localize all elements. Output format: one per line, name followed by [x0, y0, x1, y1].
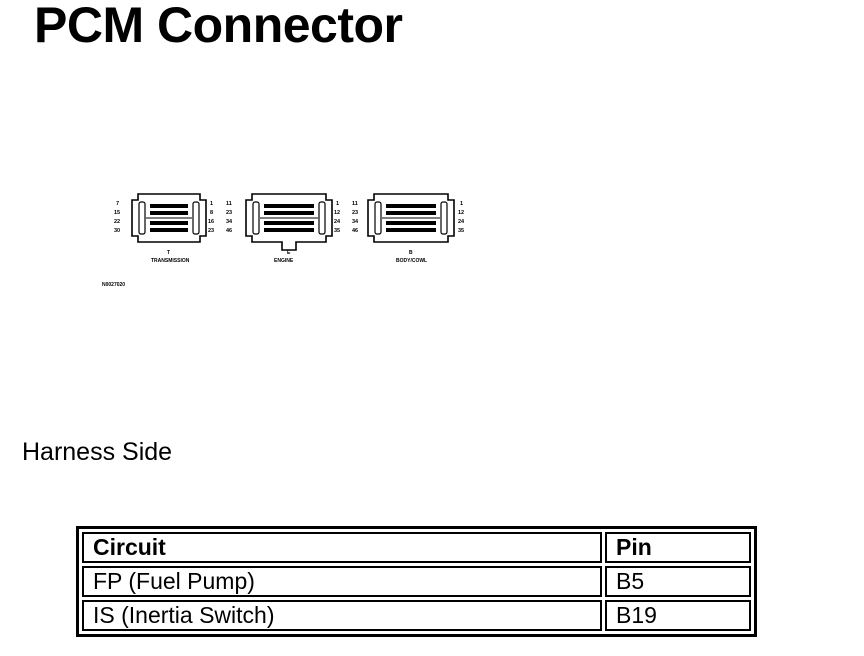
connector-engine: [245, 193, 333, 251]
circuit-cell: FP (Fuel Pump): [82, 566, 602, 597]
connector-t-right-pin-3: 16: [208, 219, 214, 225]
connector-e-left-pin-1: 11: [226, 201, 232, 207]
connector-b-right-pin-3: 24: [458, 219, 465, 225]
connector-b-right-pin-2: 12: [458, 210, 464, 216]
connector-t-left-pin-4: 30: [114, 228, 120, 234]
circuit-cell: IS (Inertia Switch): [82, 600, 602, 631]
connector-transmission: [131, 193, 207, 243]
connector-e-left-pin-3: 34: [226, 219, 233, 225]
table-row: IS (Inertia Switch) B19: [82, 600, 751, 631]
connector-e-left-pin-2: 23: [226, 210, 232, 216]
connector-b-left-pin-4: 46: [352, 228, 358, 234]
figure-id: N0027020: [102, 282, 125, 288]
harness-side-label: Harness Side: [22, 438, 173, 466]
pcm-connector-diagram: 7 15 22 30 1 8 16 23 T TRANSMISSION 11 2…: [102, 193, 465, 288]
connector-e-right-pin-4: 35: [334, 228, 340, 234]
connector-b-right-pin-1: 1: [460, 201, 463, 207]
table-row: FP (Fuel Pump) B5: [82, 566, 751, 597]
connector-b-letter: B: [409, 250, 413, 256]
connector-t-left-pin-1: 7: [116, 201, 119, 207]
connector-e-name: ENGINE: [274, 258, 294, 264]
connector-t-name: TRANSMISSION: [151, 258, 190, 264]
connector-t-left-pin-2: 15: [114, 210, 120, 216]
connector-e-right-pin-3: 24: [334, 219, 341, 225]
column-header-pin: Pin: [605, 532, 751, 563]
connector-e-right-pin-2: 12: [334, 210, 340, 216]
connector-t-right-pin-2: 8: [210, 210, 213, 216]
connector-e-right-pin-1: 1: [336, 201, 339, 207]
pin-cell: B19: [605, 600, 751, 631]
page-title: PCM Connector: [34, 0, 403, 53]
circuit-pin-table: Circuit Pin FP (Fuel Pump) B5 IS (Inerti…: [76, 526, 757, 637]
connector-t-right-pin-4: 23: [208, 228, 214, 234]
connector-b-right-pin-4: 35: [458, 228, 464, 234]
pin-cell: B5: [605, 566, 751, 597]
connector-b-left-pin-3: 34: [352, 219, 359, 225]
connector-e-letter: E: [287, 250, 291, 256]
column-header-circuit: Circuit: [82, 532, 602, 563]
table-header-row: Circuit Pin: [82, 532, 751, 563]
connector-t-letter: T: [167, 250, 170, 256]
connector-b-left-pin-1: 11: [352, 201, 358, 207]
connector-e-left-pin-4: 46: [226, 228, 232, 234]
connector-t-right-pin-1: 1: [210, 201, 213, 207]
connector-b-name: BODY/COWL: [396, 258, 427, 264]
connector-body-cowl: [367, 193, 455, 243]
connector-b-left-pin-2: 23: [352, 210, 358, 216]
connector-t-left-pin-3: 22: [114, 219, 120, 225]
